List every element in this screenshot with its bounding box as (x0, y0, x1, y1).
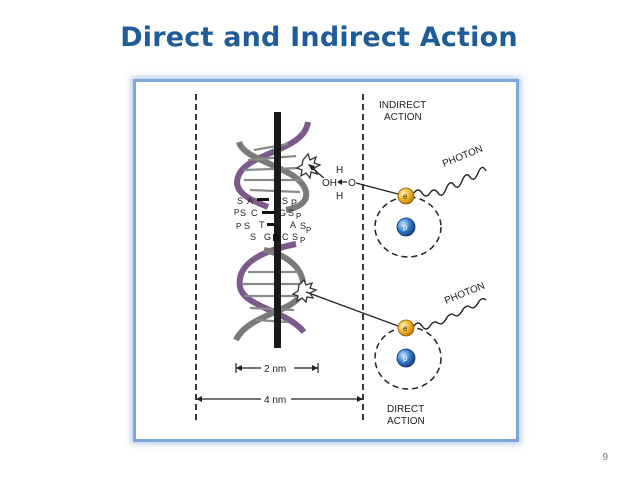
base-pair-ladder: S A T S P P S C G S P P S T A S P S G C … (234, 196, 311, 245)
svg-text:PHOTON: PHOTON (441, 144, 485, 170)
svg-text:P: P (300, 236, 305, 245)
svg-text:H: H (336, 165, 343, 176)
slide-title: Direct and Indirect Action (120, 22, 518, 53)
svg-text:p: p (403, 354, 408, 363)
svg-text:S: S (282, 196, 288, 206)
indirect-damage-site (295, 152, 322, 180)
svg-text:C: C (251, 208, 258, 218)
electron-direct (397, 319, 415, 337)
svg-text:T: T (274, 196, 280, 206)
dna-helix-upper (234, 121, 322, 213)
svg-text:P: P (306, 226, 311, 235)
svg-text:PHOTON: PHOTON (443, 281, 487, 307)
photon-indirect: PHOTON (413, 144, 487, 197)
svg-text:e: e (403, 192, 408, 201)
proton-direct (396, 348, 416, 368)
photon-direct: PHOTON (413, 281, 487, 330)
svg-text:S: S (288, 208, 294, 218)
svg-text:p: p (403, 223, 408, 232)
svg-text:P: P (291, 198, 297, 208)
scale-4nm: 4 nm (196, 395, 363, 406)
figure-frame: S A T S P P S C G S P P S T A S P S G C … (133, 79, 519, 442)
svg-text:C: C (282, 232, 289, 242)
svg-text:O: O (348, 178, 356, 189)
svg-text:OH: OH (322, 178, 337, 189)
dna-radiation-diagram: S A T S P P S C G S P P S T A S P S G C … (195, 94, 487, 427)
electron-indirect (397, 187, 415, 205)
scale-2nm: 2 nm (235, 363, 319, 375)
svg-text:P: P (234, 208, 239, 217)
direct-damage-site (291, 278, 318, 304)
helix-axis (274, 112, 281, 348)
dna-helix-lower (233, 241, 318, 342)
atom-direct: e p (374, 319, 442, 390)
svg-text:A: A (290, 220, 296, 230)
svg-text:S: S (237, 196, 243, 206)
atom-indirect: e p (374, 187, 442, 258)
indirect-action-label-2: ACTION (384, 112, 422, 123)
direct-action-label: DIRECT (387, 404, 424, 415)
svg-text:S: S (300, 221, 306, 231)
direct-action-label-2: ACTION (387, 416, 425, 427)
svg-text:G: G (279, 208, 286, 218)
svg-text:S: S (292, 232, 298, 242)
svg-text:A: A (247, 196, 253, 206)
svg-text:S: S (240, 208, 246, 218)
direct-path-line (305, 291, 399, 327)
svg-text:e: e (403, 324, 408, 333)
svg-text:H: H (336, 191, 343, 202)
indirect-action-label: INDIRECT (379, 100, 426, 111)
page-number: 9 (602, 452, 608, 463)
svg-text:2 nm: 2 nm (264, 364, 286, 375)
svg-text:T: T (259, 220, 265, 230)
svg-text:P: P (236, 222, 241, 231)
svg-text:4 nm: 4 nm (264, 395, 286, 406)
svg-text:S: S (244, 221, 250, 231)
indirect-path-line (355, 182, 399, 195)
svg-text:P: P (296, 212, 301, 221)
svg-text:S: S (250, 232, 256, 242)
svg-text:G: G (264, 232, 271, 242)
proton-indirect (396, 217, 416, 237)
hydroxyl-radical: H OH O H (308, 164, 356, 202)
